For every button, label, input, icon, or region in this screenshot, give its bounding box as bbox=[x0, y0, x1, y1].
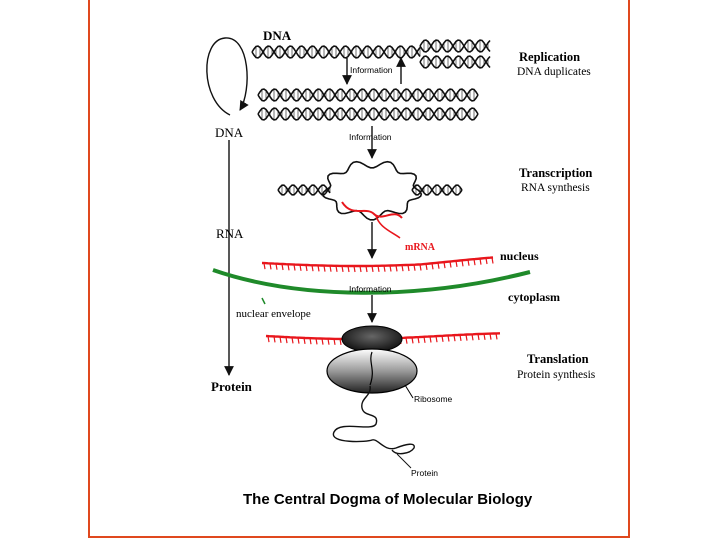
ribosome-label: Ribosome bbox=[414, 394, 453, 404]
translation-title: Translation bbox=[527, 352, 589, 366]
nuclear-envelope bbox=[212, 268, 531, 295]
protein-bottom-label: Protein bbox=[411, 468, 438, 478]
dna-helix-top-fork-b bbox=[419, 55, 491, 69]
nucleus-label: nucleus bbox=[500, 249, 539, 263]
dna-helix-top-fork-a bbox=[419, 39, 491, 53]
rna-left-label: RNA bbox=[216, 226, 244, 241]
translation-subtitle: Protein synthesis bbox=[517, 369, 596, 381]
information-arrows bbox=[342, 57, 406, 323]
left-flow-arrows bbox=[206, 37, 249, 376]
dna-top-label: DNA bbox=[263, 28, 292, 43]
nuclear-envelope-label: nuclear envelope bbox=[236, 308, 311, 320]
mrna-label: mRNA bbox=[405, 242, 436, 253]
ribosome bbox=[326, 325, 418, 399]
figure-caption: The Central Dogma of Molecular Biology bbox=[243, 491, 533, 508]
dna-helices bbox=[251, 39, 491, 196]
transcription-bubble bbox=[321, 160, 423, 239]
figure-frame bbox=[88, 0, 630, 538]
information-label-2: Information bbox=[349, 132, 392, 142]
replication-subtitle: DNA duplicates bbox=[517, 66, 591, 78]
dna-helix-middle-b bbox=[257, 107, 479, 121]
dna-helix-middle-a bbox=[257, 88, 479, 102]
information-label-1: Information bbox=[350, 65, 393, 75]
transcription-subtitle: RNA synthesis bbox=[521, 182, 590, 194]
replication-title: Replication bbox=[519, 50, 580, 64]
protein-left-label: Protein bbox=[211, 379, 253, 394]
dna-left-label: DNA bbox=[215, 125, 244, 140]
protein-chain bbox=[333, 385, 415, 455]
cytoplasm-label: cytoplasm bbox=[508, 290, 560, 304]
mrna-strand-nucleus bbox=[261, 256, 494, 273]
information-label-3: Information bbox=[349, 284, 392, 294]
transcription-title: Transcription bbox=[519, 166, 592, 180]
dna-helix-transcription-right bbox=[411, 184, 463, 196]
dna-helix-top bbox=[251, 45, 421, 59]
